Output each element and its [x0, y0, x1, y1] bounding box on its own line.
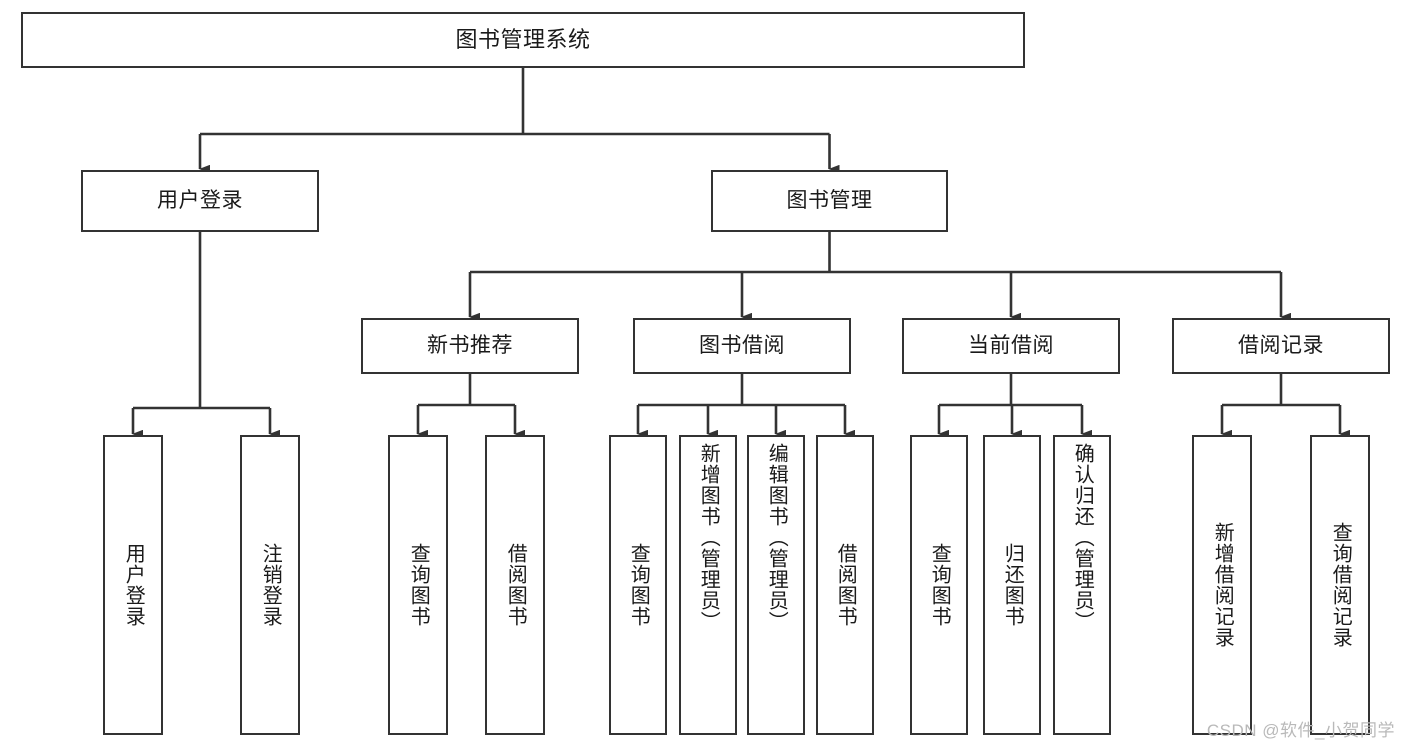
- node-label: 当前借阅: [968, 334, 1054, 358]
- node-leaf-add-record[interactable]: 新增借阅记录: [1192, 435, 1252, 735]
- node-root[interactable]: 图书管理系统: [21, 12, 1025, 68]
- node-leaf-return-book[interactable]: 归还图书: [983, 435, 1041, 735]
- node-leaf-borrow-book-1[interactable]: 借阅图书: [485, 435, 545, 735]
- node-leaf-user-login[interactable]: 用户登录: [103, 435, 163, 735]
- node-leaf-edit-book[interactable]: 编辑图书（管理员）: [747, 435, 805, 735]
- node-leaf-query-record[interactable]: 查询借阅记录: [1310, 435, 1370, 735]
- node-leaf-confirm-return[interactable]: 确认归还（管理员）: [1053, 435, 1111, 735]
- node-label: 查询图书: [928, 543, 951, 627]
- node-book-borrow[interactable]: 图书借阅: [633, 318, 851, 374]
- node-label: 新书推荐: [427, 334, 513, 358]
- node-borrow-record[interactable]: 借阅记录: [1172, 318, 1390, 374]
- node-label: 确认归还（管理员）: [1071, 443, 1094, 632]
- node-leaf-add-book[interactable]: 新增图书（管理员）: [679, 435, 737, 735]
- node-label: 归还图书: [1001, 543, 1024, 627]
- node-label: 图书管理: [786, 189, 873, 213]
- node-label: 新增借阅记录: [1211, 522, 1234, 648]
- node-user-login[interactable]: 用户登录: [81, 170, 319, 232]
- node-label: 注销登录: [259, 543, 282, 627]
- node-book-manage[interactable]: 图书管理: [711, 170, 948, 232]
- node-leaf-query-book-3[interactable]: 查询图书: [910, 435, 968, 735]
- node-current-borrow[interactable]: 当前借阅: [902, 318, 1120, 374]
- node-label: 新增图书（管理员）: [697, 443, 720, 632]
- node-label: 查询借阅记录: [1329, 522, 1352, 648]
- node-label: 查询图书: [627, 543, 650, 627]
- node-label: 编辑图书（管理员）: [765, 443, 788, 632]
- watermark: CSDN @软件_小贺同学: [1206, 721, 1395, 740]
- node-leaf-borrow-book-2[interactable]: 借阅图书: [816, 435, 874, 735]
- node-label: 用户登录: [122, 543, 145, 627]
- node-leaf-logout[interactable]: 注销登录: [240, 435, 300, 735]
- node-leaf-query-book-1[interactable]: 查询图书: [388, 435, 448, 735]
- node-label: 借阅图书: [504, 543, 527, 627]
- node-label: 图书借阅: [699, 334, 785, 358]
- node-label: 图书管理系统: [455, 26, 591, 52]
- node-label: 用户登录: [157, 189, 243, 213]
- node-label: 查询图书: [407, 543, 430, 627]
- node-leaf-query-book-2[interactable]: 查询图书: [609, 435, 667, 735]
- node-new-book-rec[interactable]: 新书推荐: [361, 318, 579, 374]
- node-label: 借阅图书: [834, 543, 857, 627]
- node-label: 借阅记录: [1238, 334, 1324, 358]
